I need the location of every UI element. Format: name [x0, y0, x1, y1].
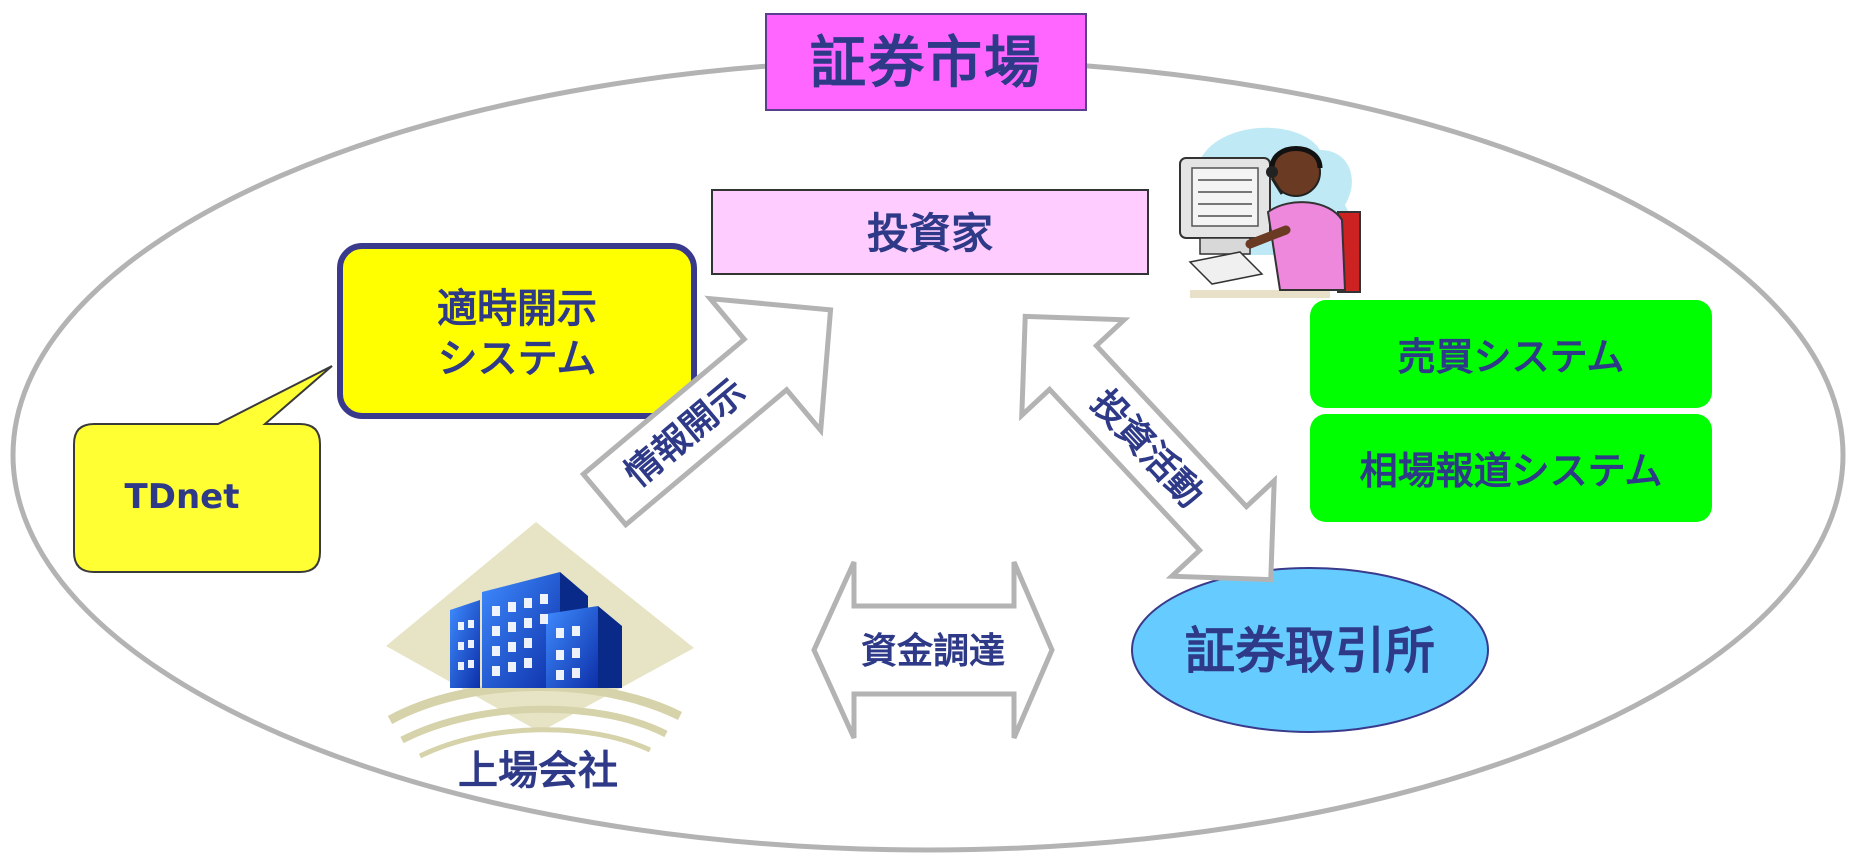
investor-label: 投資家: [867, 209, 993, 258]
stock-exchange-node: 証券取引所: [1131, 567, 1489, 733]
quote-system-box: 相場報道システム: [1310, 414, 1712, 522]
title-box: 証券市場: [765, 13, 1087, 111]
stock-exchange-label: 証券取引所: [1185, 622, 1435, 680]
disclosure-system-line2: システム: [438, 336, 597, 382]
quote-system-label: 相場報道システム: [1360, 449, 1663, 493]
investment-arrow: 投資活動: [1019, 313, 1277, 583]
financing-arrow: 資金調達: [811, 560, 1055, 740]
page-title: 証券市場: [810, 31, 1042, 96]
investor-box: 投資家: [711, 189, 1149, 275]
disclosure-system-box: 適時開示 システム: [337, 243, 697, 419]
tdnet-label: TDnet: [125, 477, 240, 517]
investor-computer-icon: [1179, 127, 1361, 298]
financing-arrow-label: 資金調達: [861, 630, 1005, 672]
trading-system-box: 売買システム: [1310, 300, 1712, 408]
trading-system-label: 売買システム: [1398, 335, 1625, 379]
office-buildings-icon: [386, 522, 694, 759]
disclosure-system-line1: 適時開示: [437, 286, 597, 332]
tdnet-callout: TDnet: [73, 365, 333, 573]
listed-company-label: 上場会社: [458, 748, 618, 794]
